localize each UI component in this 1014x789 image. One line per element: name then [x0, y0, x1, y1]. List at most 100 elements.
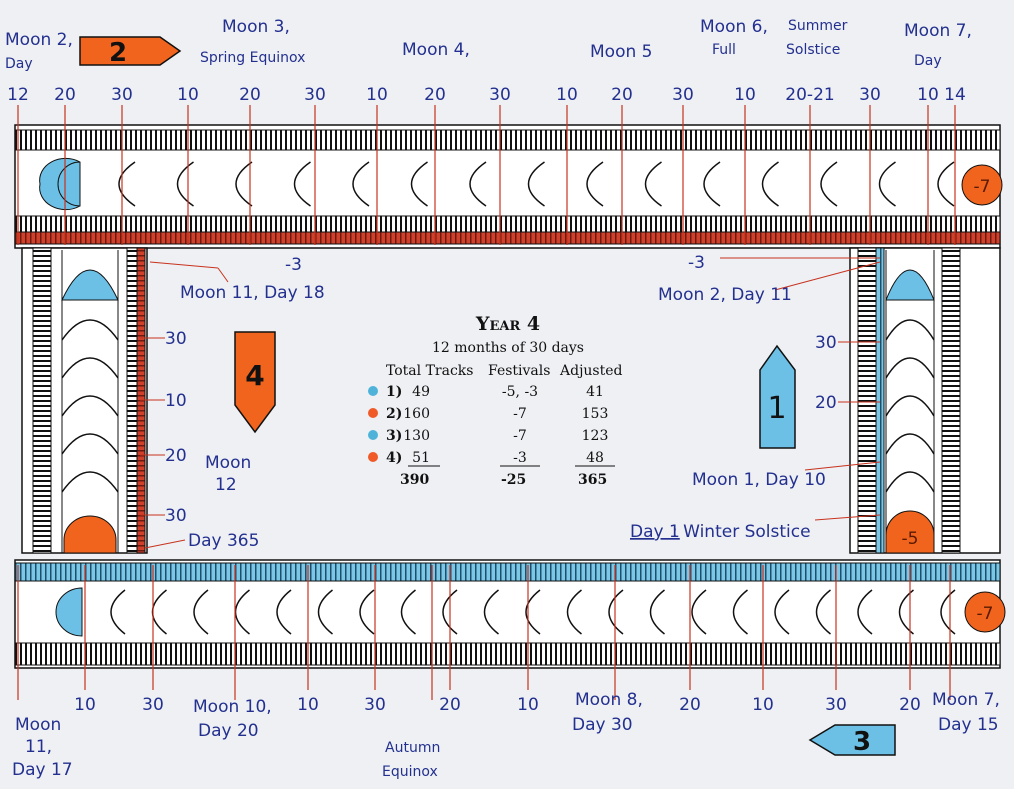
svg-text:153: 153	[582, 406, 609, 422]
row-color-dot	[368, 430, 378, 440]
moon-phase	[898, 589, 914, 635]
bottom-track	[14, 559, 1001, 669]
moon-phase	[608, 589, 624, 635]
svg-text:4: 4	[245, 359, 264, 392]
moon-phase	[566, 589, 582, 635]
svg-text:Day: Day	[914, 53, 942, 69]
moon-phase	[761, 161, 779, 207]
top-tick-label: 20	[424, 85, 446, 105]
moon-phase	[649, 589, 665, 635]
top-tick-label: 20	[611, 85, 633, 105]
svg-text:49: 49	[412, 384, 430, 400]
svg-text:3): 3)	[386, 428, 402, 444]
svg-text:Moon 10,: Moon 10,	[193, 697, 272, 717]
svg-text:123: 123	[582, 428, 609, 444]
moon-phase	[885, 433, 935, 455]
top-tick-label: 30	[111, 85, 133, 105]
moon-phase	[774, 589, 790, 635]
festival-badge-right-bottom: -5	[885, 510, 935, 554]
svg-text:Moon 8,: Moon 8,	[575, 690, 643, 710]
svg-text:-3: -3	[285, 255, 302, 275]
svg-text:Day 17: Day 17	[12, 760, 73, 780]
moon-phase	[359, 589, 375, 635]
header-festivals: Festivals	[488, 363, 550, 379]
moon-phase	[885, 395, 935, 417]
top-tick-label: 20	[239, 85, 261, 105]
moon-phase	[644, 161, 662, 207]
top-tick-label: 20	[54, 85, 76, 105]
svg-text:Spring Equinox: Spring Equinox	[200, 50, 305, 66]
marker-3-arrow-left: 3	[808, 724, 896, 757]
svg-text:4): 4)	[386, 450, 402, 466]
svg-text:-7: -7	[974, 177, 991, 197]
svg-text:Moon 5: Moon 5	[590, 42, 652, 62]
top-tick-label: 30	[859, 85, 881, 105]
moon-phase	[732, 589, 748, 635]
moon-phase-blue	[885, 269, 935, 301]
svg-text:Day 30: Day 30	[572, 715, 633, 735]
svg-text:Moon 2,: Moon 2,	[5, 30, 73, 50]
top-tick-label: 20-21	[785, 85, 834, 105]
svg-text:Moon: Moon	[15, 715, 61, 735]
svg-text:2: 2	[109, 38, 127, 68]
svg-text:Moon 6,: Moon 6,	[700, 17, 768, 37]
svg-text:Full: Full	[712, 42, 736, 58]
moon-phase	[885, 357, 935, 379]
svg-text:-5: -5	[902, 529, 919, 549]
left-tick-label: 10	[165, 391, 187, 411]
top-tick-label: 14	[944, 85, 966, 105]
top-track	[14, 124, 1001, 249]
svg-text:160: 160	[403, 406, 430, 422]
svg-text:Moon: Moon	[205, 453, 251, 473]
moon-phase	[352, 161, 370, 207]
sum-total: 390	[400, 472, 429, 488]
row-color-dot	[368, 452, 378, 462]
top-tick-label: 10	[917, 85, 939, 105]
moon-phase	[483, 589, 499, 635]
moon-phase	[61, 395, 119, 417]
festival-badge-bottom-right: -7	[964, 591, 1006, 633]
svg-text:Moon 3,: Moon 3,	[222, 17, 290, 37]
moon-phase	[878, 161, 896, 207]
svg-text:51: 51	[412, 450, 430, 466]
svg-text:48: 48	[586, 450, 604, 466]
moon-phase	[276, 589, 292, 635]
moon-phase	[193, 589, 209, 635]
svg-text:130: 130	[403, 428, 430, 444]
svg-text:Equinox: Equinox	[382, 764, 438, 780]
bottom-tick-label: 20	[899, 695, 921, 715]
moon-phase	[410, 161, 428, 207]
svg-text:Day 15: Day 15	[938, 715, 999, 735]
svg-text:41: 41	[586, 384, 604, 400]
top-tick-label: 12	[7, 85, 29, 105]
title: Year 4	[475, 313, 540, 335]
bottom-tick-label: 10	[74, 695, 96, 715]
moon-phase	[400, 589, 416, 635]
bottom-tick-label: 10	[517, 695, 539, 715]
svg-text:Day: Day	[5, 56, 33, 72]
svg-text:-3: -3	[513, 450, 527, 466]
moon-phase	[525, 589, 541, 635]
moon-phase	[235, 161, 253, 207]
moon-phase	[815, 589, 831, 635]
marker-4-arrow-down: 4	[234, 331, 276, 434]
top-tick-label: 10	[556, 85, 578, 105]
top-tick-label: 10	[366, 85, 388, 105]
moon-phase	[118, 161, 136, 207]
moon-phase	[937, 161, 955, 207]
top-tick-label: 10	[734, 85, 756, 105]
svg-text:Day 20: Day 20	[198, 721, 259, 741]
right-tick-label: 30	[815, 333, 837, 353]
moon-phase	[61, 471, 119, 493]
moon-phase	[885, 471, 935, 493]
svg-text:-7: -7	[977, 604, 994, 624]
svg-text:Moon 4,: Moon 4,	[402, 40, 470, 60]
moon-phase	[61, 433, 119, 455]
moon-phase	[703, 161, 721, 207]
moon-phase	[293, 161, 311, 207]
annotations: Moon 2, Day Moon 3, Spring Equinox Moon …	[5, 17, 1000, 780]
right-tick-label: 20	[815, 393, 837, 413]
svg-text:Solstice: Solstice	[786, 42, 840, 58]
sum-festivals: -25	[501, 472, 526, 488]
